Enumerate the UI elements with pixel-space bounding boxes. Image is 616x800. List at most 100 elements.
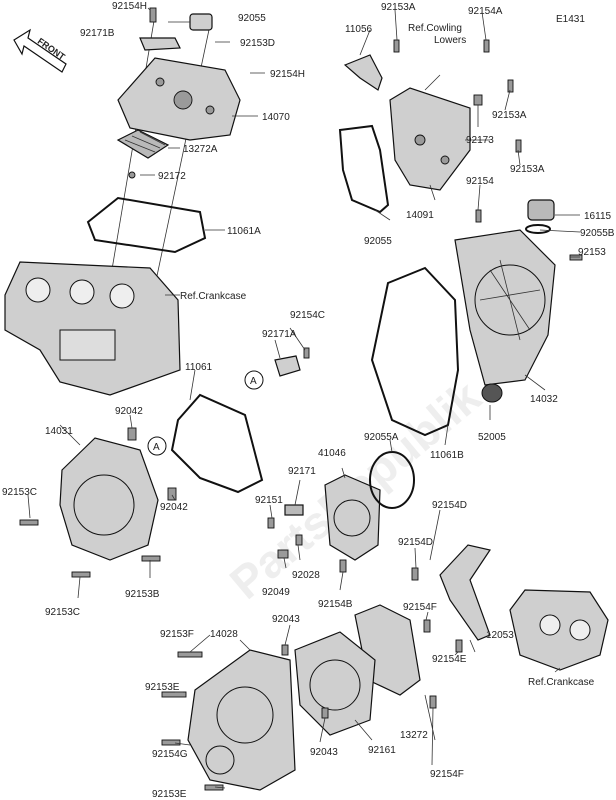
callout-a-lower — [147, 436, 167, 456]
dowel-92043-bot — [321, 707, 329, 719]
label-14091: 14091 — [406, 210, 434, 221]
label-92153: 92153 — [578, 247, 606, 258]
callout-a-upper — [244, 370, 264, 390]
cap-16115 — [527, 199, 555, 221]
label-ref-cowling-2: Lowers — [434, 35, 466, 46]
cover-14070 — [117, 57, 241, 141]
label-92043-bot: 92043 — [310, 747, 338, 758]
label-ref-cowling-1: Ref.Cowling — [408, 23, 462, 34]
label-14070: 14070 — [262, 112, 290, 123]
cover-14031 — [59, 437, 159, 561]
oring-92055b — [525, 224, 551, 234]
diagram-code: E1431 — [556, 14, 585, 25]
cover-14028 — [187, 649, 296, 791]
label-92154d-top: 92154D — [432, 500, 467, 511]
bolt-92153c-top — [19, 519, 39, 526]
bolt-92154f-bot — [429, 695, 437, 709]
label-92171a: 92171A — [262, 329, 297, 340]
label-14028: 14028 — [210, 629, 238, 640]
label-92154f-bot: 92154F — [430, 769, 464, 780]
label-92153a-mid: 92153A — [492, 110, 527, 121]
bolt-92154f-top — [423, 619, 431, 633]
label-92049: 92049 — [262, 587, 290, 598]
label-92154f-top: 92154F — [403, 602, 437, 613]
bolt-92154a — [483, 39, 490, 53]
crankcase-left — [4, 261, 181, 396]
collar-92171 — [284, 504, 304, 516]
label-92154h-2: 92154H — [270, 69, 305, 80]
label-92153a-right: 92153A — [510, 164, 545, 175]
label-92171b: 92171B — [80, 28, 115, 39]
label-92154e: 92154E — [432, 654, 467, 665]
gasket-92055 — [338, 124, 390, 214]
label-11061a: 11061A — [227, 226, 261, 237]
crankcase-right — [509, 589, 609, 671]
callout-a-upper-label: A — [250, 376, 257, 387]
label-12053: 12053 — [486, 630, 514, 641]
label-92153a-top: 92153A — [381, 2, 416, 13]
bolt-92153a-3 — [515, 139, 522, 153]
label-92055b: 92055B — [580, 228, 615, 239]
label-92153c-top: 92153C — [2, 487, 37, 498]
valve-bracket — [139, 7, 213, 51]
bolt-92154e — [455, 639, 463, 653]
label-92055-left: 92055 — [364, 236, 392, 247]
bolt-92153a — [393, 39, 400, 53]
label-92154g: 92154G — [152, 749, 188, 760]
bracket-12053 — [439, 544, 491, 641]
label-11056: 11056 — [345, 24, 373, 35]
label-52005: 52005 — [478, 432, 506, 443]
seal-52005 — [481, 383, 503, 403]
label-16115: 16115 — [584, 211, 612, 222]
bracket-92171a — [274, 355, 301, 377]
collar-92173 — [473, 94, 483, 106]
label-92055a: 92055A — [364, 432, 399, 443]
label-92042-top: 92042 — [115, 406, 143, 417]
label-92154b: 92154B — [318, 599, 353, 610]
label-14032: 14032 — [530, 394, 558, 405]
bolt-92028 — [295, 534, 303, 546]
label-92172: 92172 — [158, 171, 186, 182]
label-92154d-bot: 92154D — [398, 537, 433, 548]
label-92154c: 92154C — [290, 310, 325, 321]
screen-13272a — [116, 129, 170, 159]
cover-14091 — [389, 87, 471, 191]
label-ref-crankcase-left: Ref.Crankcase — [180, 291, 247, 302]
label-92153d: 92153D — [240, 38, 275, 49]
dowel-92042-bot — [167, 487, 177, 501]
bolt-92153f — [177, 651, 203, 658]
callout-a-lower-label: A — [153, 442, 160, 453]
front-arrow: FRONT — [13, 28, 67, 73]
dowel-92042-top — [127, 427, 137, 441]
label-92153b: 92153B — [125, 589, 160, 600]
bolt-92153c-bot — [71, 571, 91, 578]
bolt-92153a-2 — [507, 79, 514, 93]
bolt-92151 — [267, 517, 275, 529]
dowel-92043-top — [281, 644, 289, 656]
label-14031: 14031 — [45, 426, 73, 437]
cover-14032 — [454, 229, 556, 386]
label-92153c-bot: 92153C — [45, 607, 80, 618]
label-92154a: 92154A — [468, 6, 503, 17]
label-13272a: 13272A — [183, 144, 218, 155]
label-92153e-bot: 92153E — [152, 789, 187, 800]
bolt-92154-mid — [475, 209, 482, 223]
label-92151: 92151 — [255, 495, 283, 506]
gasket-11061 — [170, 393, 264, 494]
label-92171: 92171 — [288, 466, 316, 477]
bracket-11056 — [343, 54, 383, 91]
label-92154h: 92154H — [112, 1, 147, 12]
bolt-92154c — [303, 347, 310, 359]
label-92154-mid: 92154 — [466, 176, 494, 187]
label-92028: 92028 — [292, 570, 320, 581]
bolt-92154g — [161, 739, 181, 746]
label-11061: 11061 — [185, 362, 213, 373]
label-92153f: 92153F — [160, 629, 194, 640]
bolt-92154b — [339, 559, 347, 573]
label-13272: 13272 — [400, 730, 428, 741]
label-92043-top: 92043 — [272, 614, 300, 625]
label-ref-crankcase-right: Ref.Crankcase — [528, 677, 595, 688]
label-41046: 41046 — [318, 448, 346, 459]
label-92042-bot: 92042 — [160, 502, 188, 513]
